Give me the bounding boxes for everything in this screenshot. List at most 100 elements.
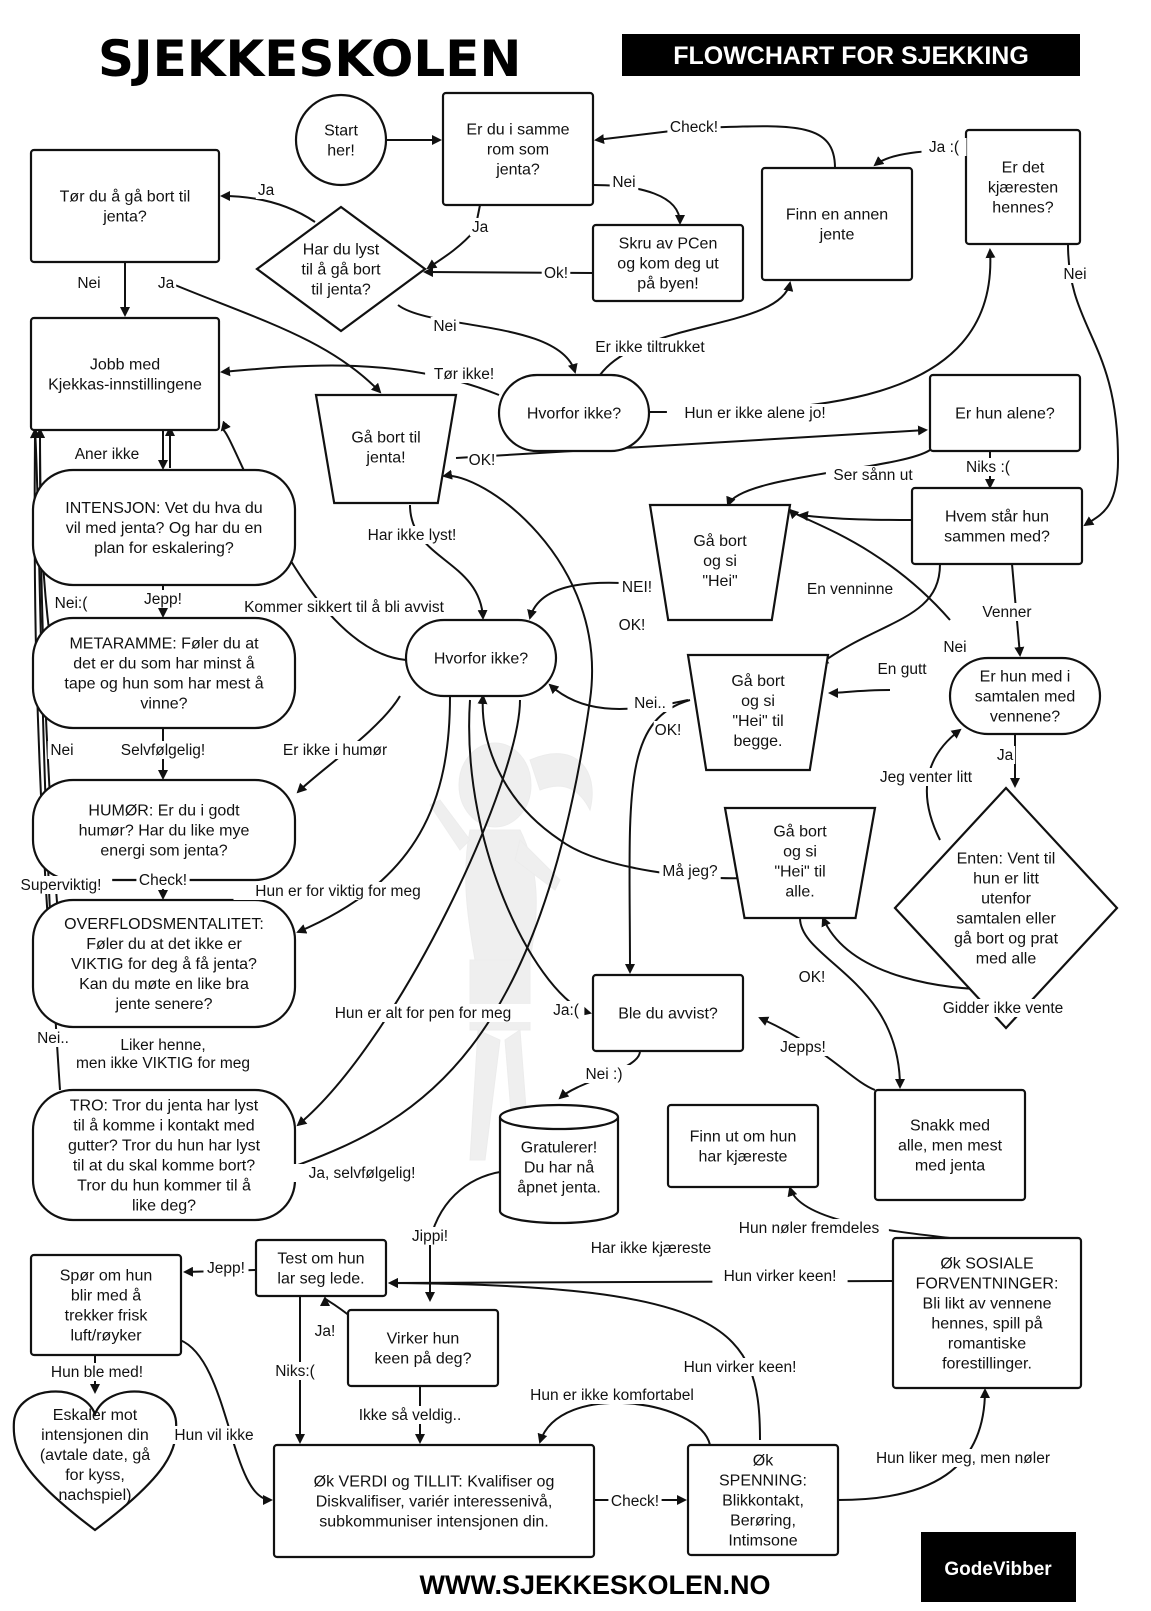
- edge-label-ok-hi: OK!: [619, 617, 646, 634]
- edge-label-seems-keen2: Hun virker keen!: [684, 1359, 797, 1376]
- node-line: vennene?: [990, 709, 1060, 726]
- node-line: "Hei" til: [732, 713, 783, 730]
- node-line: og si: [703, 553, 737, 570]
- node-line: Kjekkas-innstillingene: [48, 377, 202, 394]
- node-value: [272, 1443, 596, 1559]
- node-line: samtalen med: [975, 689, 1076, 706]
- node-text-alone: Er hun alene?: [955, 406, 1055, 423]
- edge-label-bg: [162, 1426, 266, 1444]
- node-text-belief: TRO: Tror du jenta har lyst til å komme i…: [68, 1098, 261, 1215]
- node-who-with: [910, 486, 1084, 566]
- edge-label-bg: [579, 1239, 723, 1257]
- node-line: Har du lyst: [303, 242, 380, 259]
- edge-label-bg: [47, 741, 77, 759]
- edge-label-bg: [618, 578, 656, 596]
- node-start: [294, 93, 388, 187]
- node-line: Intimsone: [728, 1533, 797, 1550]
- edge-label-ja-talk: Ja: [997, 747, 1014, 764]
- edge: [296, 695, 451, 934]
- node-line: alle, men mest: [898, 1138, 1003, 1155]
- node-line: Gå bort: [693, 532, 747, 550]
- edge-label-bg: [271, 741, 399, 759]
- node-line: og kom deg ut: [617, 256, 719, 273]
- edge: [758, 1016, 876, 1091]
- edge-label-ja-want: Ja: [472, 219, 489, 236]
- node-line: gå bort og prat: [954, 930, 1059, 948]
- edge-label-bg: [1060, 265, 1090, 283]
- edge-label-like-her: Liker henne,: [120, 1037, 205, 1054]
- node-line: humør? Har du like mye: [79, 823, 250, 840]
- node-talking: [948, 656, 1102, 736]
- edge-label-ok-all: OK!: [799, 969, 826, 986]
- edge: [537, 1401, 711, 1446]
- node-line: like deg?: [132, 1198, 196, 1215]
- edge: [599, 281, 794, 376]
- edge-label-bg: [342, 1406, 478, 1424]
- edge-label-bg: [980, 603, 1034, 621]
- edge: [426, 204, 481, 270]
- edge-label-bg: [940, 638, 970, 656]
- edge-label-ja-sad: Ja :(: [929, 139, 960, 156]
- node-line: OVERFLODSMENTALITET:: [64, 916, 264, 933]
- edge-label-nei-dare: Nei: [77, 275, 100, 292]
- edge-label-bg: [672, 1358, 808, 1376]
- node-line: jente senere?: [115, 996, 213, 1013]
- logo-box: [921, 1532, 1076, 1602]
- edge-label-check: Check!: [670, 119, 718, 136]
- node-why-not-1: [497, 373, 651, 453]
- edge: [174, 284, 382, 394]
- node-line: med alle: [976, 951, 1037, 968]
- node-want: [255, 205, 427, 333]
- node-line: det er du som har minst å: [73, 655, 255, 673]
- edge-label-nei-smile: Nei :): [585, 1066, 622, 1083]
- node-boyfriend: [964, 128, 1082, 246]
- node-text-rejected: Ble du avvist?: [618, 1006, 718, 1023]
- edge-label-no-desire: Har ikke lyst!: [368, 527, 457, 544]
- edge-label-ja-go: Ja: [158, 275, 175, 292]
- edge-label-bg: [467, 451, 497, 469]
- edge-label-nei-pc: Nei: [612, 174, 635, 191]
- edge-label-bg: [666, 404, 844, 422]
- node-line: til å komme i kontakt med: [73, 1117, 254, 1135]
- node-line: Ble du avvist?: [618, 1006, 718, 1023]
- node-line: med jenta: [915, 1158, 985, 1175]
- node-line: Føler du at det ikke er: [86, 936, 242, 953]
- node-line: Øk VERDI og TILLIT: Kvalifiser og: [314, 1474, 555, 1491]
- edge: [296, 699, 521, 1127]
- edge-label-nei-both: Nei..: [634, 695, 666, 712]
- edge: [455, 425, 928, 459]
- footer-url[interactable]: WWW.SJEKKESKOLEN.NO: [419, 1570, 770, 1600]
- edge-label-jippi: Jippi!: [412, 1228, 448, 1245]
- node-line: Spør om hun: [60, 1268, 152, 1285]
- node-meta: [31, 616, 297, 730]
- edge-label-no-bf: Har ikke kjæreste: [591, 1240, 712, 1257]
- node-line: Er hun alene?: [955, 406, 1055, 423]
- edge-label-bg: [68, 445, 146, 463]
- node-line: TRO: Tror du jenta har lyst: [70, 1098, 259, 1115]
- edge-label-bg: [310, 1322, 340, 1340]
- node-wait: [893, 786, 1119, 1030]
- edge-label-bg: [107, 741, 219, 759]
- node-line: begge.: [734, 733, 783, 750]
- node-line: for kyss,: [65, 1467, 125, 1484]
- edge: [297, 469, 593, 1166]
- node-line: Test om hun: [277, 1251, 364, 1268]
- edge-label-ja-keen: Ja!: [315, 1323, 336, 1340]
- edge-label-bg: [994, 746, 1016, 764]
- edge-label-bg: [547, 1001, 585, 1019]
- edge-label-bg: [802, 580, 898, 598]
- edge-label-nei-dots: Nei..: [37, 1030, 69, 1047]
- node-keen: [346, 1308, 500, 1388]
- edge: [818, 563, 941, 666]
- node-line: rom som: [487, 142, 549, 159]
